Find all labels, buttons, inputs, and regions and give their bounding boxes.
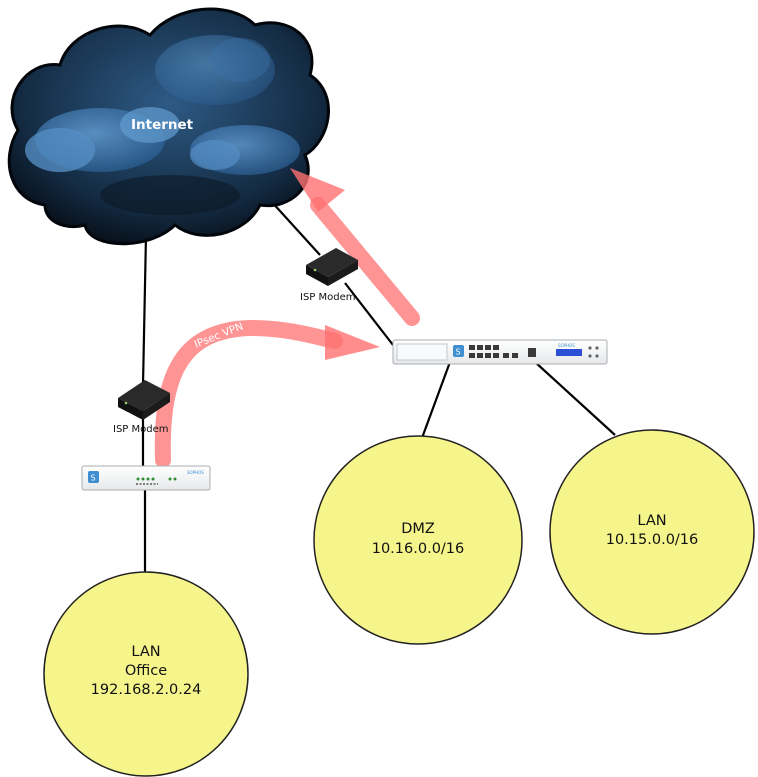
zone-dmz: DMZ 10.16.0.0/16 bbox=[313, 435, 523, 645]
arrow-shaft bbox=[310, 197, 420, 326]
link-main-firewall-to-dmz bbox=[420, 361, 452, 439]
link-right-modem-to-main-firewall bbox=[344, 282, 394, 346]
svg-text:S: S bbox=[456, 348, 461, 357]
firewall-branch-brand: SOPHOS bbox=[187, 470, 204, 475]
internet-cloud: Internet bbox=[7, 7, 330, 246]
control-buttons-icon bbox=[588, 346, 599, 358]
isp-modem-right: ISP Modem bbox=[300, 248, 358, 303]
lan-office-subnet: 192.168.2.0.24 bbox=[91, 682, 202, 698]
dmz-subnet: 10.16.0.0/16 bbox=[372, 541, 465, 557]
vpn-arrow-head-icon bbox=[325, 325, 380, 360]
firewall-main-brand: SOPHOS bbox=[558, 343, 575, 348]
sophos-logo-icon bbox=[453, 345, 464, 357]
lan-main-subnet: 10.15.0.0/16 bbox=[606, 532, 699, 548]
cloud-highlights bbox=[25, 35, 300, 215]
sophos-logo-icon bbox=[88, 471, 99, 483]
internet-label: Internet bbox=[131, 117, 194, 133]
firewall-branch: S SOPHOS bbox=[81, 465, 211, 491]
link-internet-to-left-modem bbox=[141, 234, 148, 386]
zone-lan-main: LAN 10.15.0.0/16 bbox=[549, 429, 755, 635]
vpn-arrow-curve bbox=[154, 319, 343, 468]
link-main-firewall-to-lan bbox=[534, 361, 616, 436]
status-leds-icon bbox=[136, 477, 177, 481]
link-internet-to-right-modem bbox=[269, 199, 321, 256]
arrow-head-icon bbox=[290, 168, 345, 212]
zone-lan-office: LAN Office 192.168.2.0.24 bbox=[43, 571, 249, 777]
dmz-label: DMZ bbox=[401, 521, 435, 537]
modem-icon bbox=[306, 248, 358, 286]
network-ports-icon bbox=[469, 345, 536, 358]
svg-text:S: S bbox=[91, 474, 96, 483]
isp-modem-left: ISP Modem bbox=[113, 380, 170, 435]
lcd-display-icon bbox=[556, 349, 582, 356]
lan-office-label: LAN bbox=[131, 644, 160, 660]
links bbox=[141, 199, 616, 575]
ipsec-vpn-arrow: IPsec VPN bbox=[154, 319, 380, 468]
isp-modem-left-label: ISP Modem bbox=[113, 424, 169, 435]
modem-icon bbox=[118, 380, 170, 420]
lan-office-sublabel: Office bbox=[125, 663, 167, 679]
isp-modem-right-label: ISP Modem bbox=[300, 292, 356, 303]
lan-main-label: LAN bbox=[637, 513, 666, 529]
firewall-main: S SOPHOS bbox=[392, 339, 608, 365]
internet-traffic-arrow bbox=[290, 168, 420, 326]
